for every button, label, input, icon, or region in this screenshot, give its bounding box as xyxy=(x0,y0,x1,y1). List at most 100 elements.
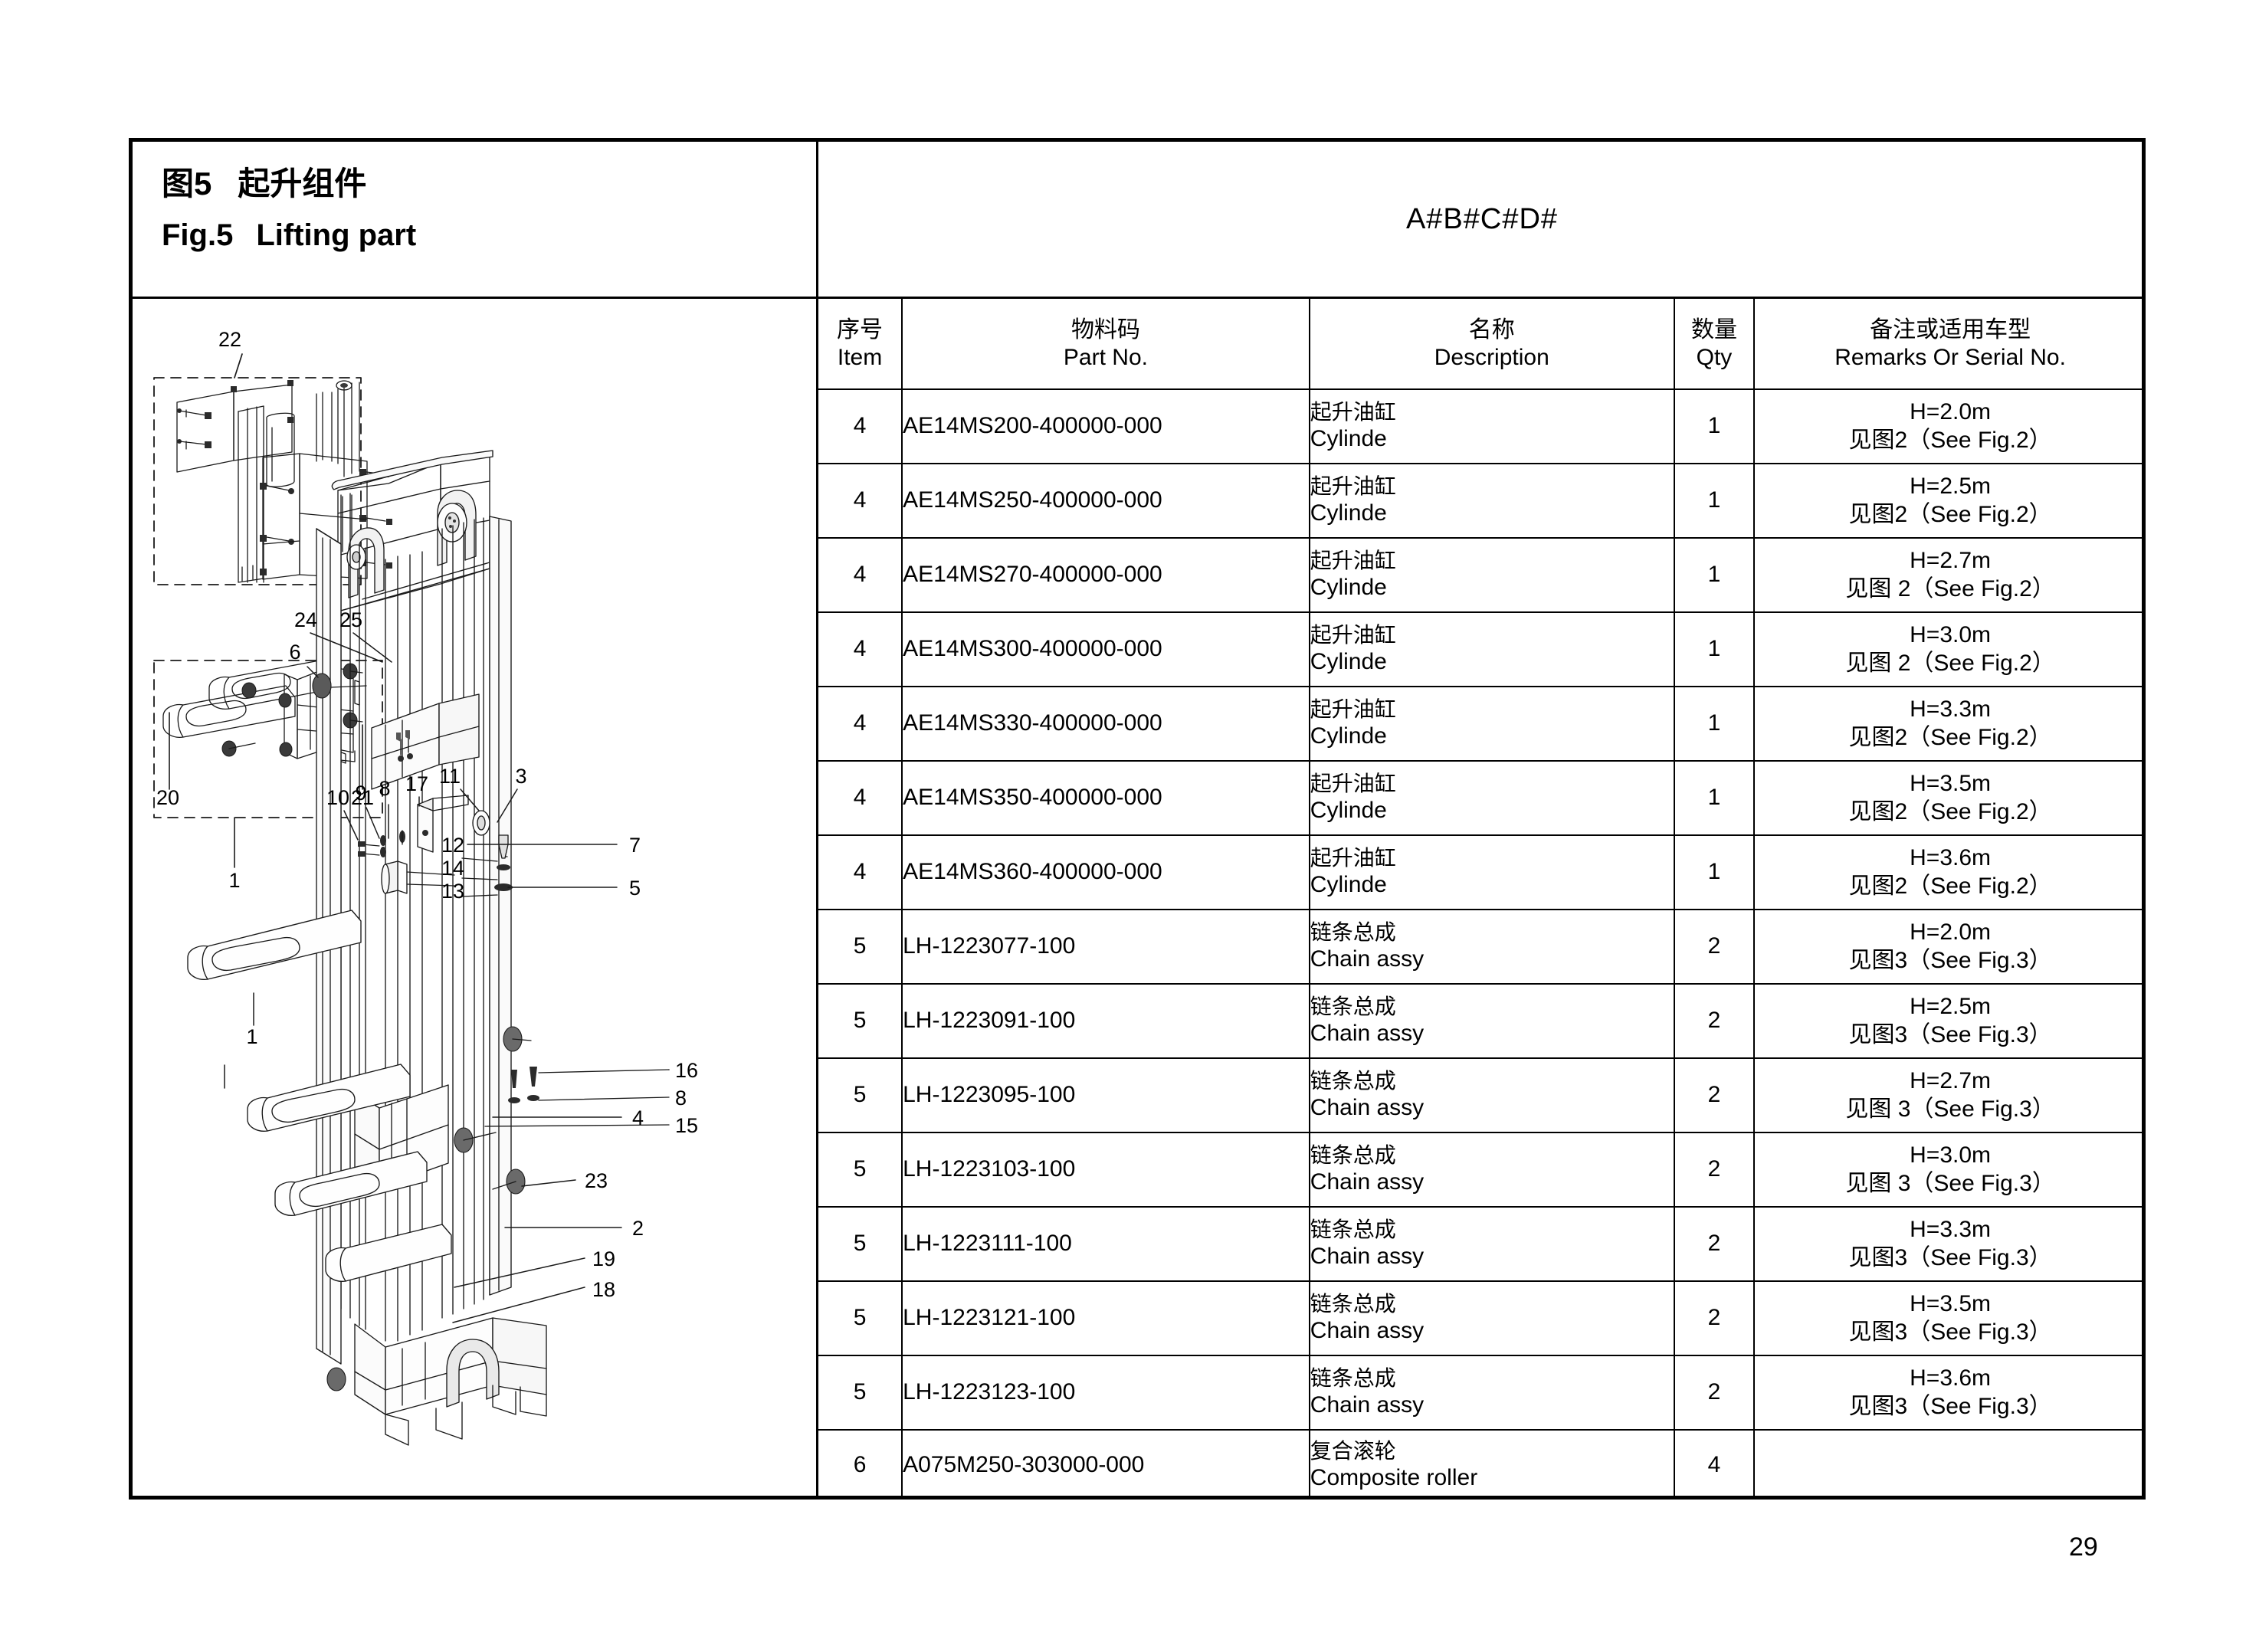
callout-23: 23 xyxy=(585,1169,608,1192)
cell-part-no: LH-1223095-100 xyxy=(902,1057,1310,1133)
callout-19: 19 xyxy=(592,1247,615,1270)
callout-20: 20 xyxy=(156,786,179,809)
description-en: Composite roller xyxy=(1310,1464,1478,1490)
cell-item: 5 xyxy=(818,983,903,1059)
callout-17: 17 xyxy=(405,772,428,795)
description-en: Chain assy xyxy=(1310,1392,1425,1418)
page-number: 29 xyxy=(2069,1532,2098,1562)
description-cn: 起升油缸 xyxy=(1310,846,1396,870)
cell-qty: 2 xyxy=(1674,909,1756,985)
cell-part-no: LH-1223111-100 xyxy=(902,1206,1310,1282)
callout-1-fork: 1 xyxy=(246,1025,257,1048)
description-cn: 起升油缸 xyxy=(1310,400,1396,424)
cell-qty: 2 xyxy=(1674,983,1756,1059)
description-cn: 起升油缸 xyxy=(1310,549,1396,573)
remark-height: H=3.6m xyxy=(1910,1365,1992,1391)
callout-5: 5 xyxy=(629,877,641,900)
cell-qty: 2 xyxy=(1674,1206,1756,1282)
header-remarks-en: Remarks Or Serial No. xyxy=(1834,344,2066,370)
callout-1-box: 1 xyxy=(228,869,240,892)
description-cn: 复合滚轮 xyxy=(1310,1438,1396,1463)
remark-see-fig: 见图 3（See Fig.3） xyxy=(1845,1171,2055,1197)
description-cn: 起升油缸 xyxy=(1310,474,1396,499)
callout-11: 11 xyxy=(439,765,461,788)
remark-see-fig: 见图3（See Fig.3） xyxy=(1848,1394,2052,1420)
description-cn: 链条总成 xyxy=(1310,920,1396,944)
description-en: Cylinde xyxy=(1310,872,1387,898)
cell-qty: 1 xyxy=(1674,537,1756,613)
header-part-no-en: Part No. xyxy=(1063,344,1148,370)
callout-18: 18 xyxy=(592,1278,615,1301)
callout-2: 2 xyxy=(632,1217,644,1240)
cell-item: 4 xyxy=(818,537,903,613)
cell-item: 5 xyxy=(818,909,903,985)
remark-height: H=3.3m xyxy=(1910,1217,1992,1243)
remark-see-fig: 见图3（See Fig.3） xyxy=(1848,1245,2052,1271)
description-en: Chain assy xyxy=(1310,1244,1425,1270)
cell-part-no: LH-1223103-100 xyxy=(902,1132,1310,1208)
cell-item: 4 xyxy=(818,760,903,836)
callout-25: 25 xyxy=(339,608,362,631)
header-description-en: Description xyxy=(1434,344,1549,370)
callout-4: 4 xyxy=(632,1106,644,1129)
description-cn: 起升油缸 xyxy=(1310,697,1396,722)
description-cn: 链条总成 xyxy=(1310,1365,1396,1390)
exploded-view-drawing: 22 10 9 8 17 11 3 24 25 6 12 14 13 7 5 1… xyxy=(133,299,818,1500)
model-code: A#B#C#D# xyxy=(818,142,2146,299)
callout-21: 21 xyxy=(351,786,374,809)
cell-part-no: AE14MS270-400000-000 xyxy=(902,537,1310,613)
cell-qty: 1 xyxy=(1674,389,1756,464)
figure-number-cn: 5 xyxy=(194,166,212,202)
description-en: Chain assy xyxy=(1310,946,1425,972)
cell-item: 4 xyxy=(818,834,903,910)
cell-part-no: AE14MS250-400000-000 xyxy=(902,463,1310,539)
description-en: Chain assy xyxy=(1310,1318,1425,1344)
callout-15: 15 xyxy=(675,1114,698,1137)
callout-6: 6 xyxy=(289,641,300,664)
cell-part-no: AE14MS200-400000-000 xyxy=(902,389,1310,464)
callout-24: 24 xyxy=(294,608,317,631)
cell-part-no: AE14MS300-400000-000 xyxy=(902,611,1310,687)
header-description: 名称 Description xyxy=(1309,299,1675,390)
cell-item: 5 xyxy=(818,1355,903,1431)
description-cn: 起升油缸 xyxy=(1310,772,1396,796)
callout-7: 7 xyxy=(629,834,641,857)
cell-item: 5 xyxy=(818,1206,903,1282)
cell-qty: 1 xyxy=(1674,463,1756,539)
cell-item: 5 xyxy=(818,1132,903,1208)
